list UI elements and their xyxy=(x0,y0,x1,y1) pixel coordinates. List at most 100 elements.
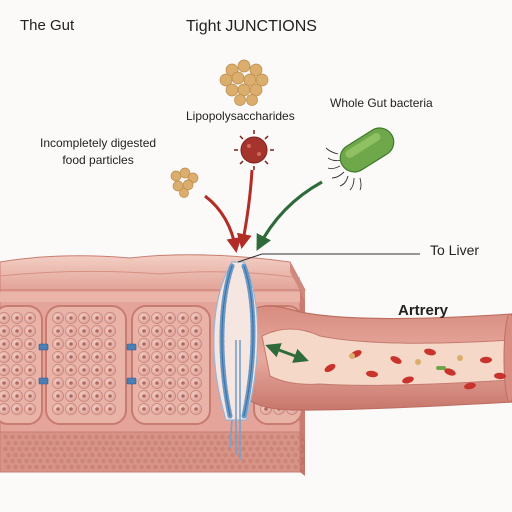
cell-icon xyxy=(190,390,202,402)
red-blood-cell-icon xyxy=(494,372,506,380)
cell-icon xyxy=(24,403,36,415)
red-blood-cell-icon xyxy=(444,368,456,376)
cell-icon xyxy=(91,312,103,324)
cell-icon xyxy=(52,403,64,415)
junction-clips xyxy=(38,343,137,385)
red-blood-cell-icon xyxy=(324,363,336,373)
cell-icon xyxy=(164,351,176,363)
cell-icon xyxy=(138,312,150,324)
cell-icon xyxy=(11,325,23,337)
cell-icon xyxy=(190,325,202,337)
cell-icon xyxy=(164,338,176,350)
cell-icon xyxy=(0,338,10,350)
cell-icon xyxy=(91,364,103,376)
to-liver-label: To Liver xyxy=(430,242,480,258)
cell-icon xyxy=(177,390,189,402)
cell-icon xyxy=(91,390,103,402)
rod-bacterium-icon xyxy=(325,127,395,191)
diagram-title: The Gut xyxy=(20,17,75,34)
cell-icon xyxy=(24,325,36,337)
lps-entry-arrow xyxy=(236,169,254,249)
food-particles-label: Incompletely digested food particles xyxy=(40,135,156,169)
food-particles-label-line2: food particles xyxy=(62,152,134,167)
cell-icon xyxy=(24,390,36,402)
artery-label: Artrery xyxy=(398,302,449,319)
red-blood-cell-icon xyxy=(390,356,402,364)
cell-icon xyxy=(177,403,189,415)
cell-icon xyxy=(0,364,10,376)
cell-icon xyxy=(104,364,116,376)
cell-icon xyxy=(104,390,116,402)
blood-cells xyxy=(324,348,506,390)
cell-icon xyxy=(65,403,77,415)
cell-icon xyxy=(151,312,163,324)
cell-icon xyxy=(190,403,202,415)
cell-icon xyxy=(138,364,150,376)
cell-icon xyxy=(11,390,23,402)
cell-icon xyxy=(65,325,77,337)
cell-icon xyxy=(65,351,77,363)
particle-icon xyxy=(349,353,355,359)
red-blood-cell-icon xyxy=(402,376,414,384)
cell-icon xyxy=(78,377,90,389)
red-blood-cell-icon xyxy=(464,382,476,390)
cell-icon xyxy=(138,351,150,363)
tight-junctions-heading: Tight JUNCTIONS xyxy=(186,18,317,35)
cell-nuclei xyxy=(0,312,298,415)
cell-icon xyxy=(65,312,77,324)
cell-icon xyxy=(0,312,10,324)
cell-icon xyxy=(190,364,202,376)
cell-icon xyxy=(52,325,64,337)
cell-icon xyxy=(65,338,77,350)
cell-icon xyxy=(0,351,10,363)
red-blood-cell-icon xyxy=(366,370,378,378)
cell-icon xyxy=(52,377,64,389)
cell-icon xyxy=(65,377,77,389)
cell-icon xyxy=(91,403,103,415)
artery-vessel xyxy=(249,305,512,411)
lipopolysaccharides-label: Lipopolysaccharides xyxy=(186,109,295,123)
cell-icon xyxy=(78,338,90,350)
cell-icon xyxy=(104,403,116,415)
cell-icon xyxy=(11,364,23,376)
spiky-molecule-icon xyxy=(234,130,274,170)
cell-icon xyxy=(11,312,23,324)
cell-icon xyxy=(164,403,176,415)
cell-icon xyxy=(164,364,176,376)
particle-cluster-icon xyxy=(219,59,269,106)
cell-icon xyxy=(0,325,10,337)
cell-icon xyxy=(151,338,163,350)
cell-icon xyxy=(104,351,116,363)
cell-icon xyxy=(91,351,103,363)
food-particle-small-icon xyxy=(170,167,199,198)
cell-icon xyxy=(78,403,90,415)
cell-icon xyxy=(65,364,77,376)
cell-icon xyxy=(190,351,202,363)
cell-icon xyxy=(164,377,176,389)
cell-icon xyxy=(138,338,150,350)
bacterium-in-blood-icon xyxy=(436,366,446,370)
cell-icon xyxy=(190,312,202,324)
cell-icon xyxy=(151,364,163,376)
cell-icon xyxy=(177,338,189,350)
cell-icon xyxy=(164,390,176,402)
food-entry-arrow xyxy=(204,194,242,253)
cell-icon xyxy=(24,351,36,363)
cell-icon xyxy=(104,338,116,350)
cell-icon xyxy=(151,351,163,363)
cell-icon xyxy=(151,325,163,337)
cell-icon xyxy=(138,377,150,389)
cell-icon xyxy=(151,377,163,389)
to-liver-leader xyxy=(237,253,420,263)
cell-icon xyxy=(151,403,163,415)
cell-icon xyxy=(24,312,36,324)
cell-icon xyxy=(177,364,189,376)
artery-exchange-arrow xyxy=(265,343,309,363)
particle-icon xyxy=(457,355,463,361)
cell-icon xyxy=(138,325,150,337)
cell-icon xyxy=(138,403,150,415)
gut-bacteria-label: Whole Gut bacteria xyxy=(330,96,433,110)
cell-icon xyxy=(177,325,189,337)
